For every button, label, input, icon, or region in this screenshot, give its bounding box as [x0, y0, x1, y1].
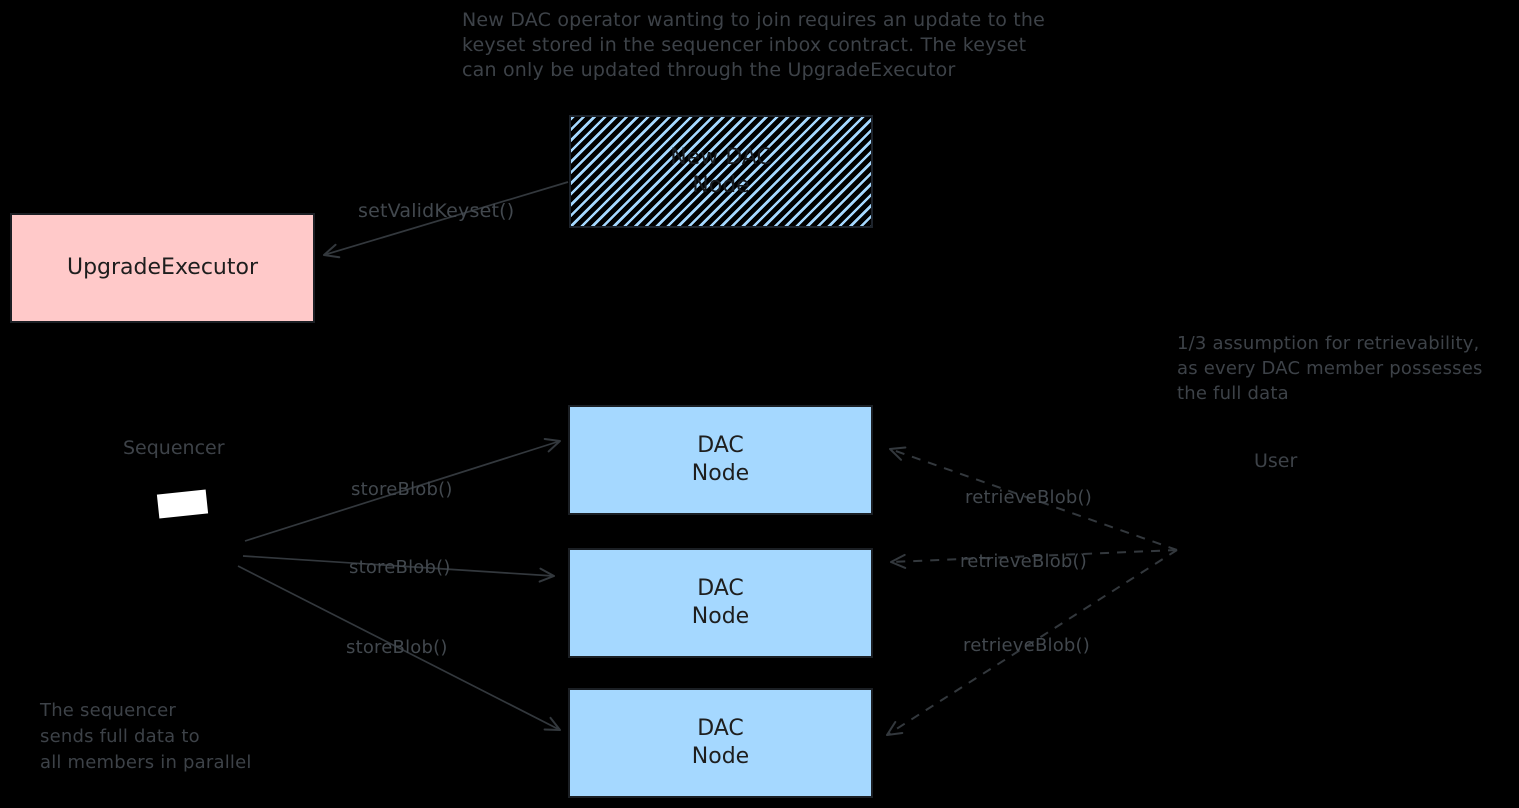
box-label: DAC [697, 716, 744, 741]
arrow-store-blob-1 [244, 438, 561, 542]
box-label: DAC [697, 433, 744, 458]
label-store-blob-1: storeBlob() [351, 479, 453, 500]
label-sequencer: Sequencer [123, 437, 225, 459]
label-store-blob-3: storeBlob() [346, 637, 448, 658]
label-user: User [1254, 450, 1298, 472]
box-label: New DAC [670, 144, 772, 170]
box-dac-node-2: DAC Node [568, 548, 873, 658]
box-dac-node-3: DAC Node [568, 688, 873, 798]
arrow-retrieve-blob-3 [886, 549, 1178, 736]
sequencer-screen-icon [156, 489, 209, 519]
label-store-blob-2: storeBlob() [349, 557, 451, 578]
arrow-store-blob-3 [237, 565, 561, 731]
note-line: 1/3 assumption for retrievability, [1177, 333, 1480, 354]
box-label: Node [691, 604, 750, 629]
note-keyset-update: New DAC operator wanting to join require… [462, 8, 1045, 83]
arrow-store-blob-2 [242, 555, 555, 583]
box-label: Node [691, 744, 750, 769]
note-line: all members in parallel [40, 752, 252, 773]
note-line: the full data [1177, 383, 1289, 404]
note-line: The sequencer [40, 700, 176, 721]
box-new-dac-node: New DAC Node [569, 115, 873, 228]
note-line: keyset stored in the sequencer inbox con… [462, 34, 1027, 56]
box-label: UpgradeExecutor [66, 255, 258, 280]
box-label: Node [692, 172, 750, 198]
label-set-valid-keyset: setValidKeyset() [358, 200, 515, 222]
label-retrieve-blob-3: retrieveBlob() [963, 635, 1090, 656]
note-line: New DAC operator wanting to join require… [462, 9, 1046, 31]
note-sequencer-parallel: The sequencer sends full data to all mem… [40, 698, 252, 776]
box-label: Node [691, 461, 750, 486]
box-upgrade-executor: UpgradeExecutor [10, 213, 315, 323]
label-retrieve-blob-2: retrieveBlob() [960, 551, 1087, 572]
note-line: as every DAC member possesses [1177, 358, 1483, 379]
note-line: sends full data to [40, 726, 200, 747]
box-label: DAC [697, 576, 744, 601]
box-dac-node-1: DAC Node [568, 405, 873, 515]
label-retrieve-blob-1: retrieveBlob() [965, 487, 1092, 508]
note-line: can only be updated through the UpgradeE… [462, 59, 956, 81]
arrow-set-valid-keyset [323, 181, 569, 259]
arrow-retrieve-blob-2 [890, 549, 1178, 569]
note-retrievability: 1/3 assumption for retrievability, as ev… [1177, 331, 1483, 406]
